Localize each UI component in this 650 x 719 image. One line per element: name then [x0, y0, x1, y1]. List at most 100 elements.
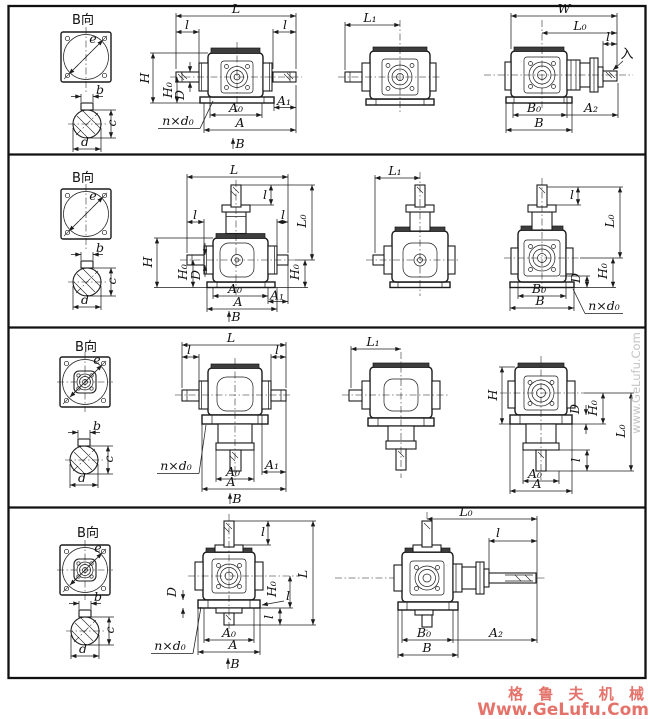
view-arrow-B: B	[234, 136, 244, 151]
dim-A0: A₀	[227, 281, 242, 296]
dim-H: H	[485, 388, 500, 401]
dim-H0-right: H₀	[287, 264, 302, 281]
dim-D: D	[164, 587, 179, 598]
dim-B: B	[533, 115, 543, 130]
dim-H0: H₀	[264, 581, 279, 598]
row1-input-view: W L₀ l 入 B₀ A₂ B	[484, 1, 634, 133]
dim-A: A	[234, 115, 244, 130]
dim-l-right: l	[275, 342, 279, 357]
row3-right-view: H D H₀ L₀ l A₀ A	[485, 356, 634, 494]
dim-l: l	[570, 187, 574, 202]
dim-H0: H₀	[160, 82, 175, 99]
dim-d: d	[79, 641, 87, 656]
row4-right-view: L₀ l B₀ A₂ B	[335, 504, 545, 658]
dim-D: D	[568, 273, 583, 284]
dim-A0: A₀	[228, 100, 243, 115]
dim-e: e	[89, 188, 96, 203]
dim-B: B	[421, 640, 431, 655]
dim-b: b	[96, 240, 104, 255]
dim-d: d	[78, 470, 86, 485]
dim-l: l	[606, 29, 610, 44]
sheet-frame	[7, 4, 647, 680]
row4-bview-flange: B向 e	[57, 525, 113, 600]
row3-front-view: L l l n×d₀ A₀ A₁ A B	[157, 330, 292, 506]
dim-l-top: l	[263, 187, 267, 202]
row3-side-view: L₁	[342, 334, 448, 478]
dim-L: L	[231, 1, 240, 16]
dim-l: l	[568, 458, 583, 462]
view-arrow-B: B	[231, 491, 241, 506]
dim-A: A	[531, 476, 541, 491]
dim-l-top: l	[261, 524, 265, 539]
dim-nd0: n×d₀	[154, 638, 186, 653]
row4-front-view: l L D H₀ l l n×d₀ A₀ A B	[151, 514, 316, 671]
dim-b: b	[96, 82, 104, 97]
dim-H0: H₀	[595, 263, 610, 280]
row1-bview-title: B向	[72, 12, 94, 28]
dim-l-left: l	[193, 207, 197, 222]
dim-nd0: n×d₀	[162, 113, 194, 128]
dim-L1: L₁	[362, 10, 376, 25]
dim-A1: A₁	[264, 457, 279, 472]
row4-bview-title: B向	[77, 525, 99, 541]
row1-front-view: L l l H H₀ D n×d₀ A₀ A₁ A B	[137, 1, 302, 151]
dim-nd0: n×d₀	[160, 458, 192, 473]
dim-L: L	[226, 330, 235, 345]
row4-shaft-circle: b c d	[66, 589, 117, 659]
dim-l: l	[496, 525, 500, 540]
row2-shaft-circle: b c d	[68, 240, 119, 310]
dim-D: D	[172, 90, 187, 101]
dim-H0: H₀	[585, 400, 600, 417]
dim-l-right: l	[283, 17, 287, 32]
row3-bview-flange: B向 e	[57, 339, 113, 412]
dim-A0: A₀	[527, 466, 542, 481]
dim-l-left: l	[187, 342, 191, 357]
dim-L: L	[295, 570, 310, 579]
row2-right-view: l L₀ H₀ D B₀ B n×d₀	[504, 178, 623, 314]
dim-A: A	[232, 294, 242, 309]
dim-B0: B₀	[531, 281, 546, 296]
dim-A2: A₂	[583, 100, 598, 115]
dim-L0: L₀	[572, 18, 586, 33]
side-watermark: www.GeLufu.Com	[629, 332, 643, 434]
dim-A1: A₁	[276, 93, 291, 108]
dim-l-left: l	[185, 17, 189, 32]
row1: B向 e b c d	[60, 1, 634, 152]
dim-L0: L₀	[294, 214, 309, 228]
brand-watermark-cn: 格 鲁 夫 机 械	[508, 685, 649, 703]
dim-H: H	[137, 71, 152, 84]
dim-l-bottom: l	[261, 615, 276, 619]
dim-L0: L₀	[602, 214, 617, 228]
dim-L0: L₀	[613, 424, 628, 438]
dim-A1: A₁	[269, 288, 284, 303]
dim-c: c	[104, 119, 119, 126]
row3-shaft-circle: b c d	[65, 418, 116, 488]
dim-A0: A₀	[225, 464, 240, 479]
dim-L1: L₁	[365, 334, 379, 349]
dim-L1: L₁	[387, 163, 401, 178]
input-direction-label: 入	[620, 47, 633, 62]
dim-l-right: l	[281, 207, 285, 222]
dim-H0-left: H₀	[175, 264, 190, 281]
watermarks: www.GeLufu.Com 格 鲁 夫 机 械 Www.GeLufu.Com	[477, 332, 649, 719]
dim-d: d	[81, 134, 89, 149]
row3: B向 e b c d	[57, 330, 634, 506]
dim-d: d	[81, 292, 89, 307]
dim-e: e	[93, 352, 100, 367]
dim-A0: A₀	[221, 625, 236, 640]
view-arrow-B: B	[230, 309, 240, 324]
dim-c: c	[104, 277, 119, 284]
row1-bview-flange: B向 e	[60, 12, 112, 93]
row2-bview-flange: B向 e	[60, 170, 112, 250]
dim-b: b	[93, 418, 101, 433]
row3-bview-title: B向	[75, 339, 97, 355]
row1-side-view: L₁	[338, 10, 442, 112]
row2: B向 e b c d	[60, 162, 623, 324]
dim-D: D	[567, 404, 582, 415]
row2-bview-title: B向	[72, 170, 94, 186]
dim-e: e	[89, 31, 96, 46]
row1-shaft-circle: b c d	[68, 82, 119, 152]
dim-b: b	[94, 589, 102, 604]
dim-A: A	[225, 474, 235, 489]
